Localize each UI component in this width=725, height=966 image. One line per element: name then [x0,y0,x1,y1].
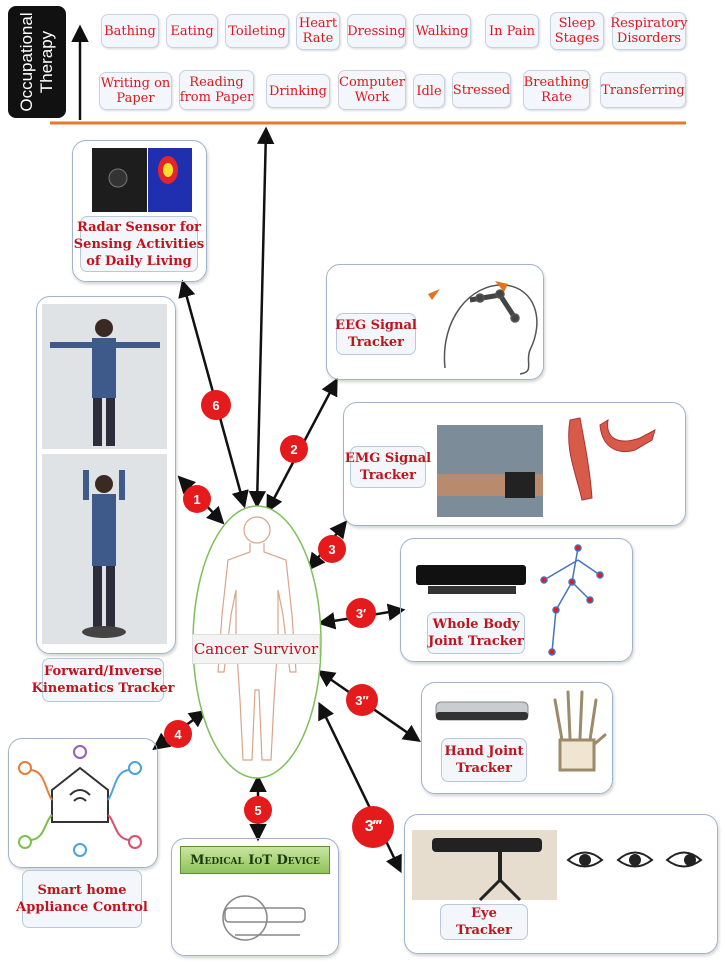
hand-panel [421,682,613,794]
activity-writing-on-paper: Writing on Paper [99,72,172,110]
activity-reading-from-paper: Reading from Paper [179,70,254,110]
eeg-label: EEG Signal Tracker [335,313,417,355]
kinematics-photo [42,304,167,644]
kinematics-label: Forward/Inverse Kinematics Tracker [32,658,174,702]
arrow-center-up [248,126,275,509]
iot-label: Medical IoT Device [180,846,330,874]
cancer-survivor-label: Cancer Survivor [192,634,320,664]
emg-panel [343,402,686,526]
skeleton-icon [540,544,604,656]
kinematics-panel [36,296,176,654]
activity-computer-work: Computer Work [338,70,406,110]
smart-home-panel [8,738,158,868]
activity-dressing: Dressing [347,14,406,48]
badge-3: 3 [318,535,346,563]
eeg-head-image [443,284,538,375]
medical-device-image [222,895,306,941]
activity-toileting: Toileting [225,14,289,48]
iot-panel [171,838,339,956]
activity-in-pain: In Pain [485,14,539,48]
activity-heart-rate: Heart Rate [296,12,340,50]
occupational-therapy-label: Occupational Therapy [8,6,66,118]
eye-tracker-label: Eye Tracker [440,904,528,940]
human-silhouette-icon [217,516,297,761]
eeg-panel [326,264,544,380]
kinect-sensor-image [416,565,526,585]
activity-breathing-rate: Breathing Rate [523,70,590,110]
whole-body-panel [400,538,633,662]
radar-panel [72,140,207,282]
badge-5: 5 [244,796,272,824]
badge-3-double-prime: 3″ [346,684,378,716]
emg-label: EMG Signal Tracker [345,446,431,488]
hand-skeleton-icon [553,690,607,772]
activity-idle: Idle [413,74,445,108]
badge-3-triple-prime: 3‴ [352,806,394,848]
arm-muscle-icon [568,417,656,501]
activity-bathing: Bathing [101,14,159,48]
emg-photo [437,425,543,517]
eyes-icon [566,851,703,868]
smart-home-label: Smart home Appliance Control [16,870,148,928]
activity-drinking: Drinking [266,74,330,108]
smart-home-diagram-icon [18,745,142,857]
badge-4: 4 [164,720,192,748]
activity-eating: Eating [166,14,218,48]
activity-walking: Walking [413,14,471,48]
activity-sleep-stages: Sleep Stages [550,12,604,50]
badge-2: 2 [280,435,308,463]
badge-3-prime: 3′ [346,598,376,628]
badge-1: 1 [183,485,211,513]
activity-transferring: Transferring [600,72,686,108]
hand-label: Hand Joint Tracker [441,738,527,782]
eye-tracker-panel [404,814,718,954]
activity-respiratory-disorders: Respiratory Disorders [610,12,688,50]
activity-stressed: Stressed [452,72,511,108]
badge-6: 6 [201,390,231,420]
radar-label: Radar Sensor for Sensing Activities of D… [74,216,204,272]
whole-body-label: Whole Body Joint Tracker [427,612,525,654]
